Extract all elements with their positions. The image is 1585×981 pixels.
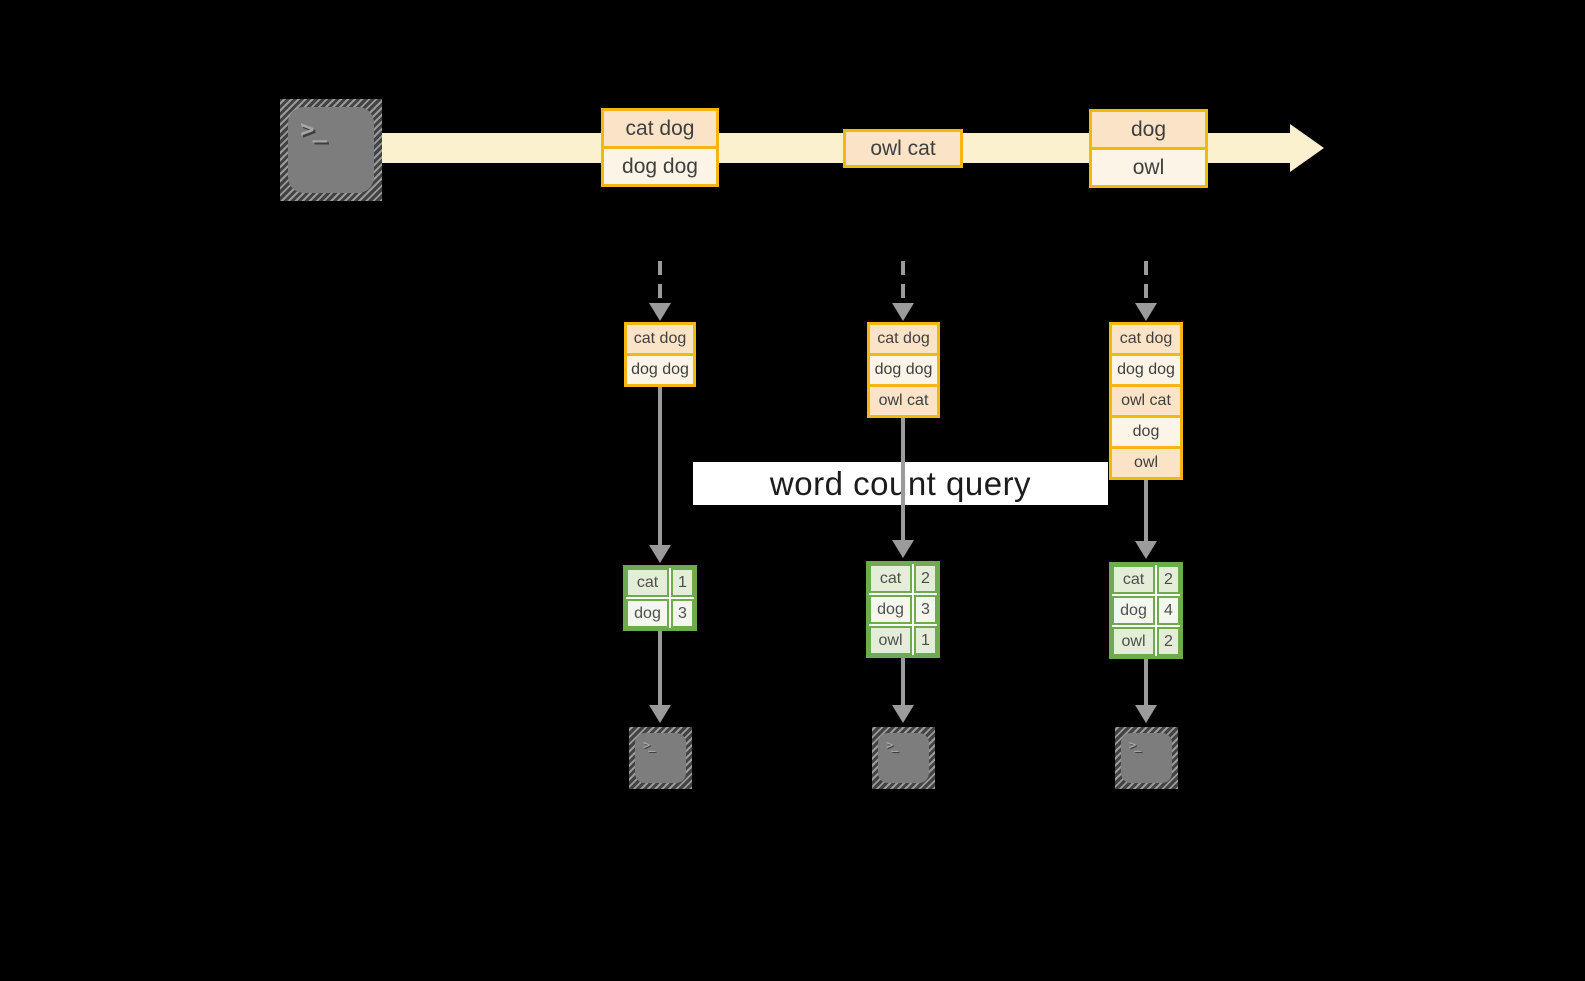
buffer-stack-2: cat dog dog dog owl cat bbox=[867, 322, 940, 418]
event-line: cat dog bbox=[604, 111, 716, 146]
buffer-line: owl bbox=[1112, 449, 1180, 477]
count-table-3: cat 2 dog 4 owl 2 bbox=[1109, 562, 1183, 659]
count-cell: 2 bbox=[1157, 627, 1180, 656]
count-row: cat 1 bbox=[626, 568, 694, 597]
count-cell: 2 bbox=[914, 564, 937, 593]
word-cell: cat bbox=[626, 568, 669, 597]
stream-event-box-1: cat dog dog dog bbox=[601, 108, 719, 187]
buffer-stack-1: cat dog dog dog bbox=[624, 322, 696, 387]
source-terminal-icon: >_ bbox=[280, 99, 382, 201]
ingest-arrowhead-1 bbox=[649, 303, 671, 321]
buffer-line: dog dog bbox=[870, 356, 937, 384]
event-line: dog bbox=[1092, 112, 1205, 147]
query-arrow-line-3 bbox=[1144, 480, 1148, 541]
word-cell: cat bbox=[869, 564, 912, 593]
word-cell: dog bbox=[869, 595, 912, 624]
count-cell: 2 bbox=[1157, 565, 1180, 594]
event-line: owl cat bbox=[846, 132, 960, 165]
count-cell: 4 bbox=[1157, 596, 1180, 625]
terminal-prompt-glyph: >_ bbox=[886, 738, 899, 752]
buffer-line: cat dog bbox=[627, 325, 693, 353]
sink-terminal-icon-2: >_ bbox=[872, 727, 935, 789]
stream-event-box-3: dog owl bbox=[1089, 109, 1208, 188]
count-row: dog 4 bbox=[1112, 596, 1180, 625]
output-arrow-line-1 bbox=[658, 631, 662, 705]
output-arrow-line-3 bbox=[1144, 659, 1148, 705]
terminal-screen: >_ bbox=[288, 107, 374, 193]
count-row: owl 1 bbox=[869, 626, 937, 655]
buffer-line: owl cat bbox=[870, 387, 937, 415]
count-cell: 3 bbox=[914, 595, 937, 624]
query-arrowhead-2 bbox=[892, 540, 914, 558]
word-cell: owl bbox=[1112, 627, 1155, 656]
ingest-arrowhead-2 bbox=[892, 303, 914, 321]
count-cell: 1 bbox=[671, 568, 694, 597]
buffer-line: dog dog bbox=[627, 356, 693, 384]
count-row: dog 3 bbox=[626, 599, 694, 628]
query-arrow-line-1 bbox=[658, 387, 662, 545]
word-cell: dog bbox=[1112, 596, 1155, 625]
event-line: dog dog bbox=[604, 149, 716, 184]
sink-terminal-icon-3: >_ bbox=[1115, 727, 1178, 789]
ingest-arrow-line-1 bbox=[658, 261, 662, 303]
ingest-arrow-line-3 bbox=[1144, 261, 1148, 303]
output-arrowhead-3 bbox=[1135, 705, 1157, 723]
ingest-arrowhead-3 bbox=[1135, 303, 1157, 321]
count-cell: 1 bbox=[914, 626, 937, 655]
query-arrow-line-2 bbox=[901, 418, 905, 540]
terminal-screen: >_ bbox=[1121, 733, 1172, 783]
count-row: cat 2 bbox=[869, 564, 937, 593]
count-table-1: cat 1 dog 3 bbox=[623, 565, 697, 631]
terminal-prompt-glyph: >_ bbox=[300, 115, 327, 143]
buffer-line: owl cat bbox=[1112, 387, 1180, 415]
query-arrowhead-3 bbox=[1135, 541, 1157, 559]
count-cell: 3 bbox=[671, 599, 694, 628]
buffer-line: dog bbox=[1112, 418, 1180, 446]
stream-arrowhead bbox=[1290, 124, 1324, 172]
buffer-line: cat dog bbox=[1112, 325, 1180, 353]
buffer-stack-3: cat dog dog dog owl cat dog owl bbox=[1109, 322, 1183, 480]
terminal-prompt-glyph: >_ bbox=[1129, 738, 1142, 752]
ingest-arrow-line-2 bbox=[901, 261, 905, 303]
terminal-screen: >_ bbox=[878, 733, 929, 783]
output-arrowhead-2 bbox=[892, 705, 914, 723]
word-cell: dog bbox=[626, 599, 669, 628]
terminal-prompt-glyph: >_ bbox=[643, 738, 656, 752]
stream-event-box-2: owl cat bbox=[843, 129, 963, 168]
count-row: dog 3 bbox=[869, 595, 937, 624]
count-row: cat 2 bbox=[1112, 565, 1180, 594]
sink-terminal-icon-1: >_ bbox=[629, 727, 692, 789]
query-arrowhead-1 bbox=[649, 545, 671, 563]
count-table-2: cat 2 dog 3 owl 1 bbox=[866, 561, 940, 658]
count-row: owl 2 bbox=[1112, 627, 1180, 656]
event-line: owl bbox=[1092, 150, 1205, 185]
word-cell: owl bbox=[869, 626, 912, 655]
buffer-line: cat dog bbox=[870, 325, 937, 353]
buffer-line: dog dog bbox=[1112, 356, 1180, 384]
query-label: word count query bbox=[769, 464, 1032, 502]
output-arrowhead-1 bbox=[649, 705, 671, 723]
terminal-screen: >_ bbox=[635, 733, 686, 783]
query-band: word count query bbox=[693, 462, 1108, 505]
word-cell: cat bbox=[1112, 565, 1155, 594]
output-arrow-line-2 bbox=[901, 658, 905, 705]
